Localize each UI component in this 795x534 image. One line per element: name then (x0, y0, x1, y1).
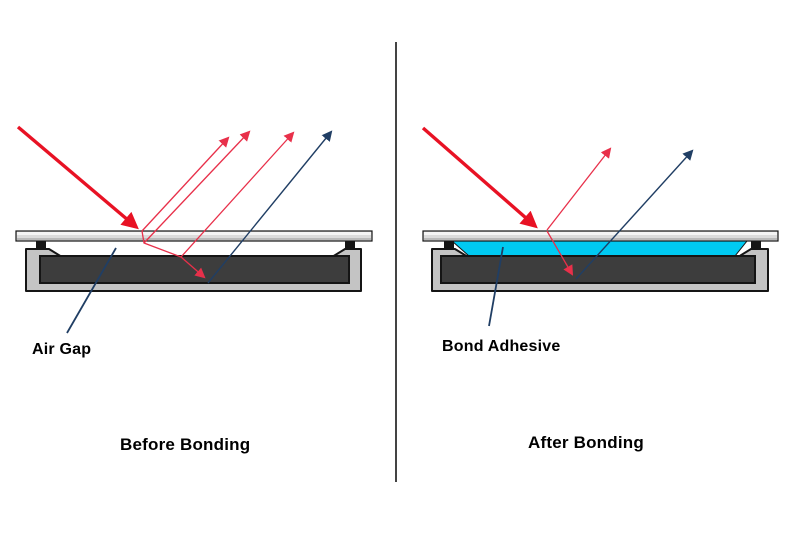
before-bonding-caption: Before Bonding (120, 435, 251, 454)
reflection-rays (546, 147, 612, 276)
incident-light-ray (421, 126, 538, 229)
cover-glass-shade (424, 238, 777, 240)
cover-glass (15, 230, 373, 242)
cover-glass-highlight (424, 232, 777, 235)
spacer-left (36, 241, 46, 249)
transmitted-ray-into-display (180, 256, 206, 279)
air-gap-label: Air Gap (32, 341, 92, 358)
after-bonding-caption: After Bonding (528, 433, 644, 452)
incident-light-ray (16, 125, 139, 230)
spacer-left (444, 241, 454, 249)
glass-bottom-reflection-ray (143, 130, 251, 244)
after-panel (421, 126, 779, 327)
display-image-ray (575, 149, 694, 280)
cover-glass (422, 230, 779, 242)
reflection-rays (141, 130, 295, 279)
display-image-ray (207, 130, 333, 284)
bond-adhesive-pointer-line (488, 246, 504, 327)
spacer-right (345, 241, 355, 249)
display-surface-reflection-ray (180, 131, 295, 258)
glass-top-reflection-ray (546, 147, 612, 231)
transmitted-ray-into-display (546, 230, 574, 276)
before-panel (15, 125, 373, 334)
spacer-right (751, 241, 761, 249)
glass-top-reflection-ray (141, 136, 230, 232)
cover-glass-highlight (17, 232, 371, 235)
display-panel (440, 255, 756, 284)
air-gap-pointer-line (66, 247, 117, 334)
bond-adhesive-label: Bond Adhesive (442, 338, 561, 355)
cover-glass-shade (17, 238, 371, 240)
